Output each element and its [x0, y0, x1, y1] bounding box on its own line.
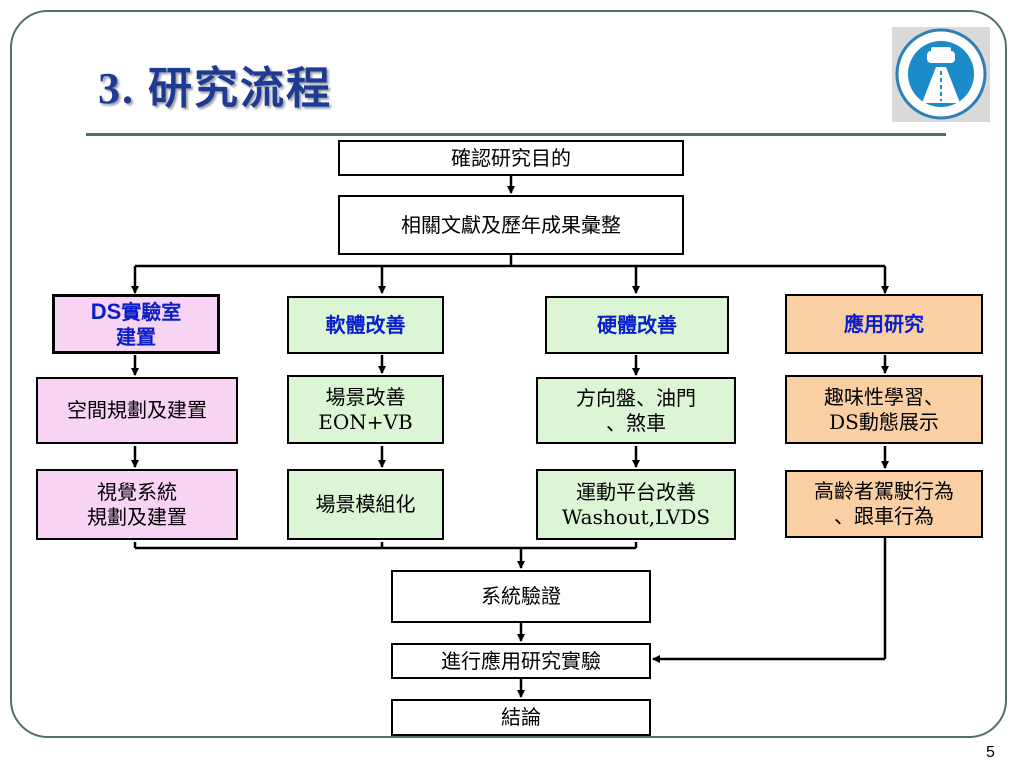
step-applied-experiment-label: 進行應用研究實驗 [441, 648, 601, 673]
step-literature-review: 相關文獻及歷年成果彙整 [338, 195, 684, 255]
slide-frame [10, 10, 1007, 738]
step-scene-improve: 場景改善 EON+VB [287, 375, 444, 444]
step-system-verify: 系統驗證 [391, 570, 651, 623]
step-visual-system: 視覺系統 規劃及建置 [36, 469, 238, 540]
step-visual-system-label: 視覺系統 規劃及建置 [87, 479, 187, 529]
step-motion-platform-label: 運動平台改善 Washout,LVDS [561, 479, 711, 529]
step-scene-improve-label: 場景改善 EON+VB [318, 384, 413, 434]
step-literature-review-label: 相關文獻及歷年成果彙整 [401, 212, 621, 237]
slide-title: 3. 研究流程 [98, 64, 332, 113]
header-applied-research: 應用研究 [785, 294, 983, 354]
step-space-planning: 空間規劃及建置 [36, 377, 238, 444]
step-steering-controls: 方向盤、油門 、煞車 [536, 377, 736, 444]
step-scene-modular: 場景模組化 [287, 469, 444, 540]
header-ds-lab-prefix: DS [90, 298, 122, 324]
step-scene-modular-label: 場景模組化 [315, 492, 416, 516]
header-hardware: 硬體改善 [545, 296, 729, 354]
step-conclusion-label: 結論 [501, 705, 541, 729]
step-motion-platform: 運動平台改善 Washout,LVDS [536, 469, 736, 540]
header-hardware-label: 硬體改善 [597, 312, 677, 337]
step-fun-learning-label: 趣味性學習、 DS動態展示 [824, 384, 944, 434]
header-ds-lab: DS實驗室 建置 [52, 294, 220, 354]
step-elderly-driving-label: 高齡者駕駛行為 、跟車行為 [814, 479, 954, 528]
step-elderly-driving: 高齡者駕駛行為 、跟車行為 [785, 470, 983, 538]
header-software: 軟體改善 [287, 296, 444, 354]
header-software-label: 軟體改善 [325, 312, 406, 337]
step-fun-learning: 趣味性學習、 DS動態展示 [785, 375, 983, 444]
step-conclusion: 結論 [391, 699, 651, 736]
step-space-planning-label: 空間規劃及建置 [67, 398, 207, 422]
slide-number: 5 [986, 744, 995, 761]
institute-logo [892, 27, 990, 122]
step-system-verify-label: 系統驗證 [481, 584, 561, 608]
step-steering-controls-label: 方向盤、油門 、煞車 [576, 385, 696, 435]
title-divider [86, 133, 946, 136]
step-confirm-goal: 確認研究目的 [338, 140, 684, 176]
header-applied-research-label: 應用研究 [844, 311, 924, 336]
step-confirm-goal-label: 確認研究目的 [451, 145, 571, 170]
step-applied-experiment: 進行應用研究實驗 [391, 643, 651, 679]
header-ds-lab-label: 實驗室 建置 [116, 299, 182, 350]
